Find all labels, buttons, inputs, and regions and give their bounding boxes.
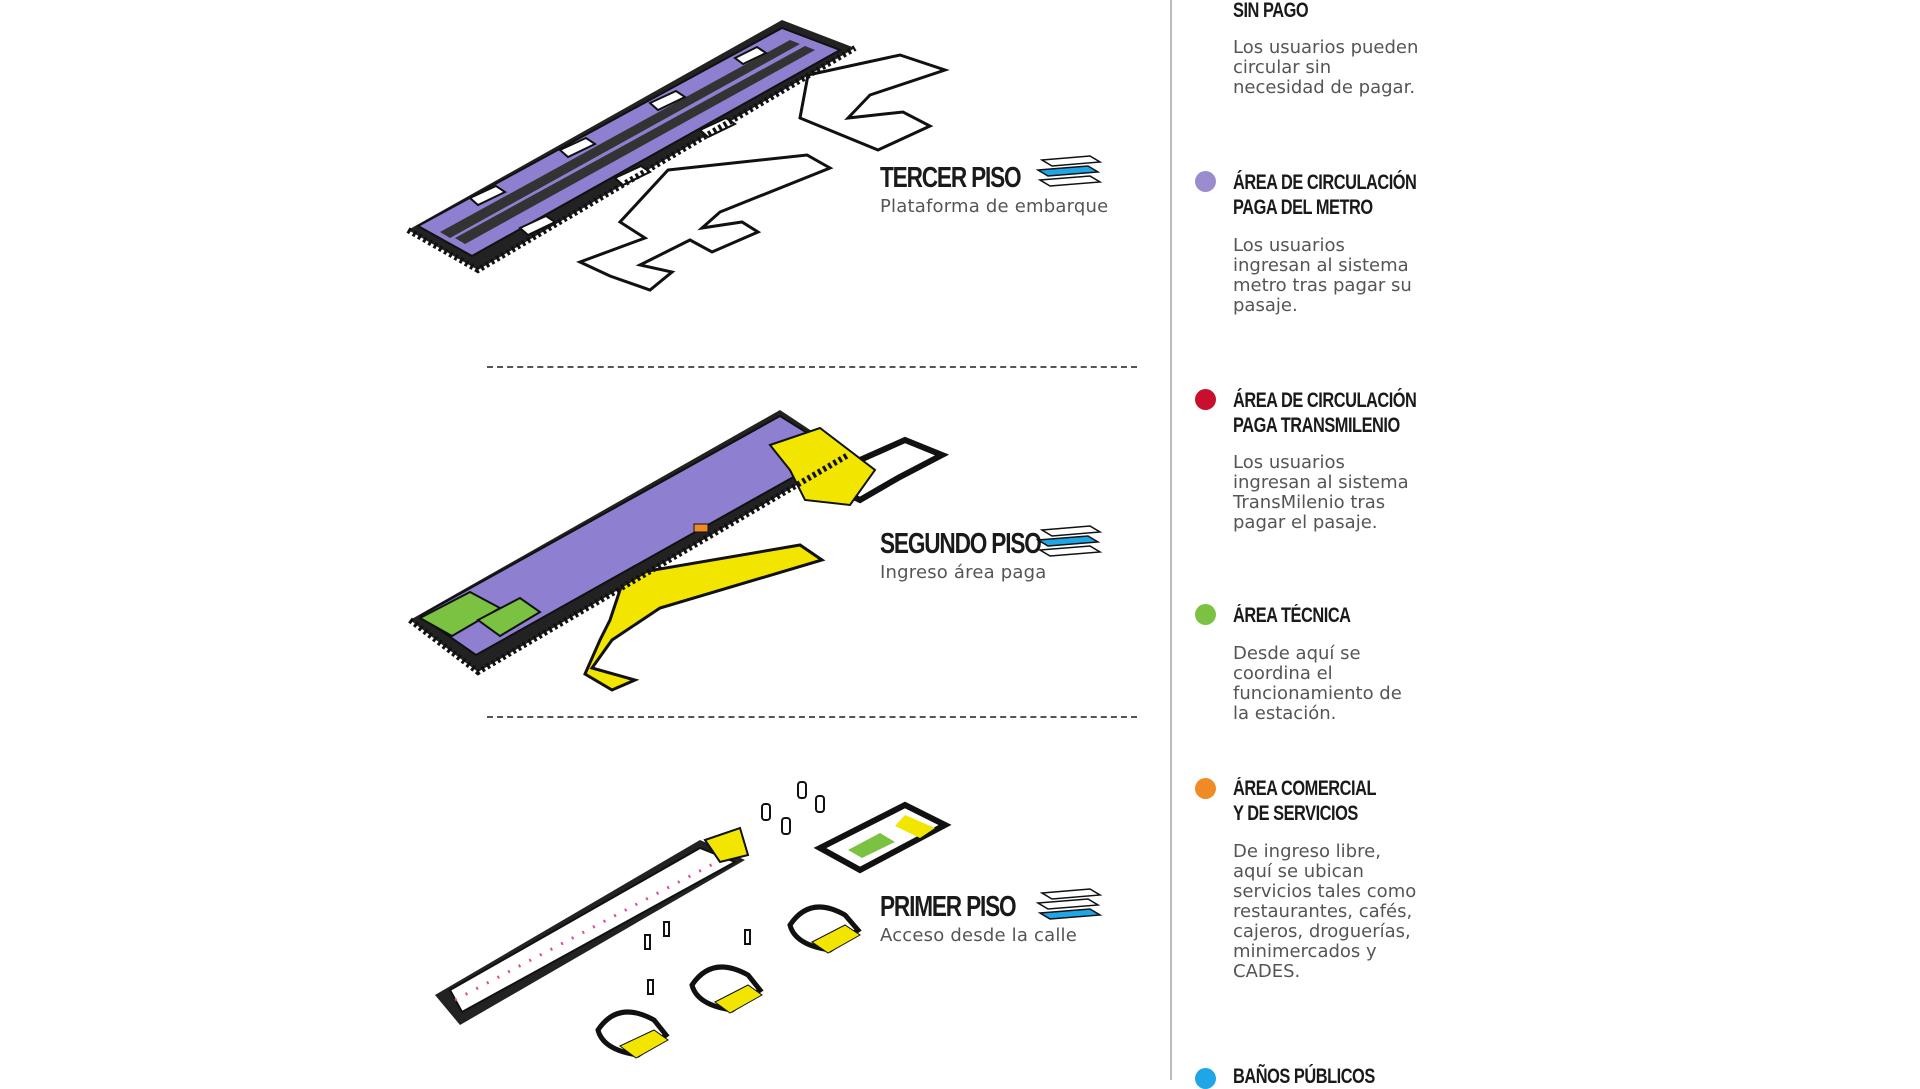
first-floor-upper-box-yellow (895, 815, 935, 838)
third-floor-walkway-upper (798, 53, 950, 152)
legend-desc-transmilenio: Los usuarios ingresan al sistema TransMi… (1233, 452, 1409, 533)
second-floor-facade (408, 452, 850, 676)
floor-subtitle-third: Plataforma de embarque (880, 196, 1109, 217)
first-floor-access-2 (689, 964, 764, 1014)
floor-layers-icon (1035, 888, 1103, 920)
second-floor-lower-walkway (583, 543, 826, 692)
third-floor-track-1 (440, 40, 800, 238)
floor-divider (487, 366, 1137, 368)
legend-title-free: SIN PAGO (1233, 0, 1309, 22)
third-floor-facade (406, 45, 857, 274)
first-floor-yellow-1 (703, 826, 750, 864)
first-floor-hall-top (448, 846, 738, 1014)
second-floor-drawing (408, 410, 950, 692)
third-floor-track-2 (455, 46, 815, 244)
floor-subtitle-second: Ingreso área paga (880, 562, 1047, 583)
floor-title-second: SEGUNDO PISO (880, 528, 1042, 560)
legend-title-restrooms: BAÑOS PÚBLICOS (1233, 1065, 1375, 1088)
second-floor-commercial (693, 523, 709, 533)
floor-layers-icon (1035, 525, 1103, 557)
legend-panel: SIN PAGO Los usuarios pueden circular si… (1190, 0, 1430, 1089)
first-floor-upper-box-green (848, 833, 895, 858)
legend-dot-commercial (1195, 778, 1216, 799)
first-floor-drawing (435, 781, 952, 1059)
first-floor-access-3 (595, 1009, 670, 1059)
third-floor-openings (468, 45, 769, 237)
legend-desc-tech: Desde aquí se coordina el funcionamiento… (1233, 643, 1402, 724)
legend-desc-commercial: De ingreso libre, aquí se ubican servici… (1233, 841, 1417, 982)
floor-layers-icon (1035, 155, 1103, 187)
third-floor-walkway-lower (576, 153, 834, 292)
legend-desc-metro: Los usuarios ingresan al sistema metro t… (1233, 235, 1412, 316)
first-floor-access-1 (787, 904, 862, 954)
floor-diagram-panel: TERCER PISO Plataforma de embarque SEGUN… (406, 20, 1137, 1059)
legend-separator (1170, 0, 1172, 1080)
legend-dot-tech (1195, 604, 1216, 625)
floor-title-first: PRIMER PISO (880, 891, 1017, 923)
floor-divider (487, 716, 1137, 718)
isometric-floors-drawing (406, 20, 952, 1059)
third-floor-drawing (406, 20, 950, 292)
first-floor-columns (644, 781, 825, 995)
second-floor-tech-area-2 (476, 596, 542, 638)
legend-dot-restrooms (1195, 1068, 1216, 1089)
floor-subtitle-first: Acceso desde la calle (880, 925, 1078, 946)
legend-title-tech: ÁREA TÉCNICA (1233, 604, 1351, 627)
legend-desc-free: Los usuarios pueden circular sin necesid… (1233, 37, 1419, 98)
legend-dot-transmilenio (1195, 389, 1216, 410)
floor-title-third: TERCER PISO (880, 162, 1022, 194)
legend-dot-metro (1195, 171, 1216, 192)
